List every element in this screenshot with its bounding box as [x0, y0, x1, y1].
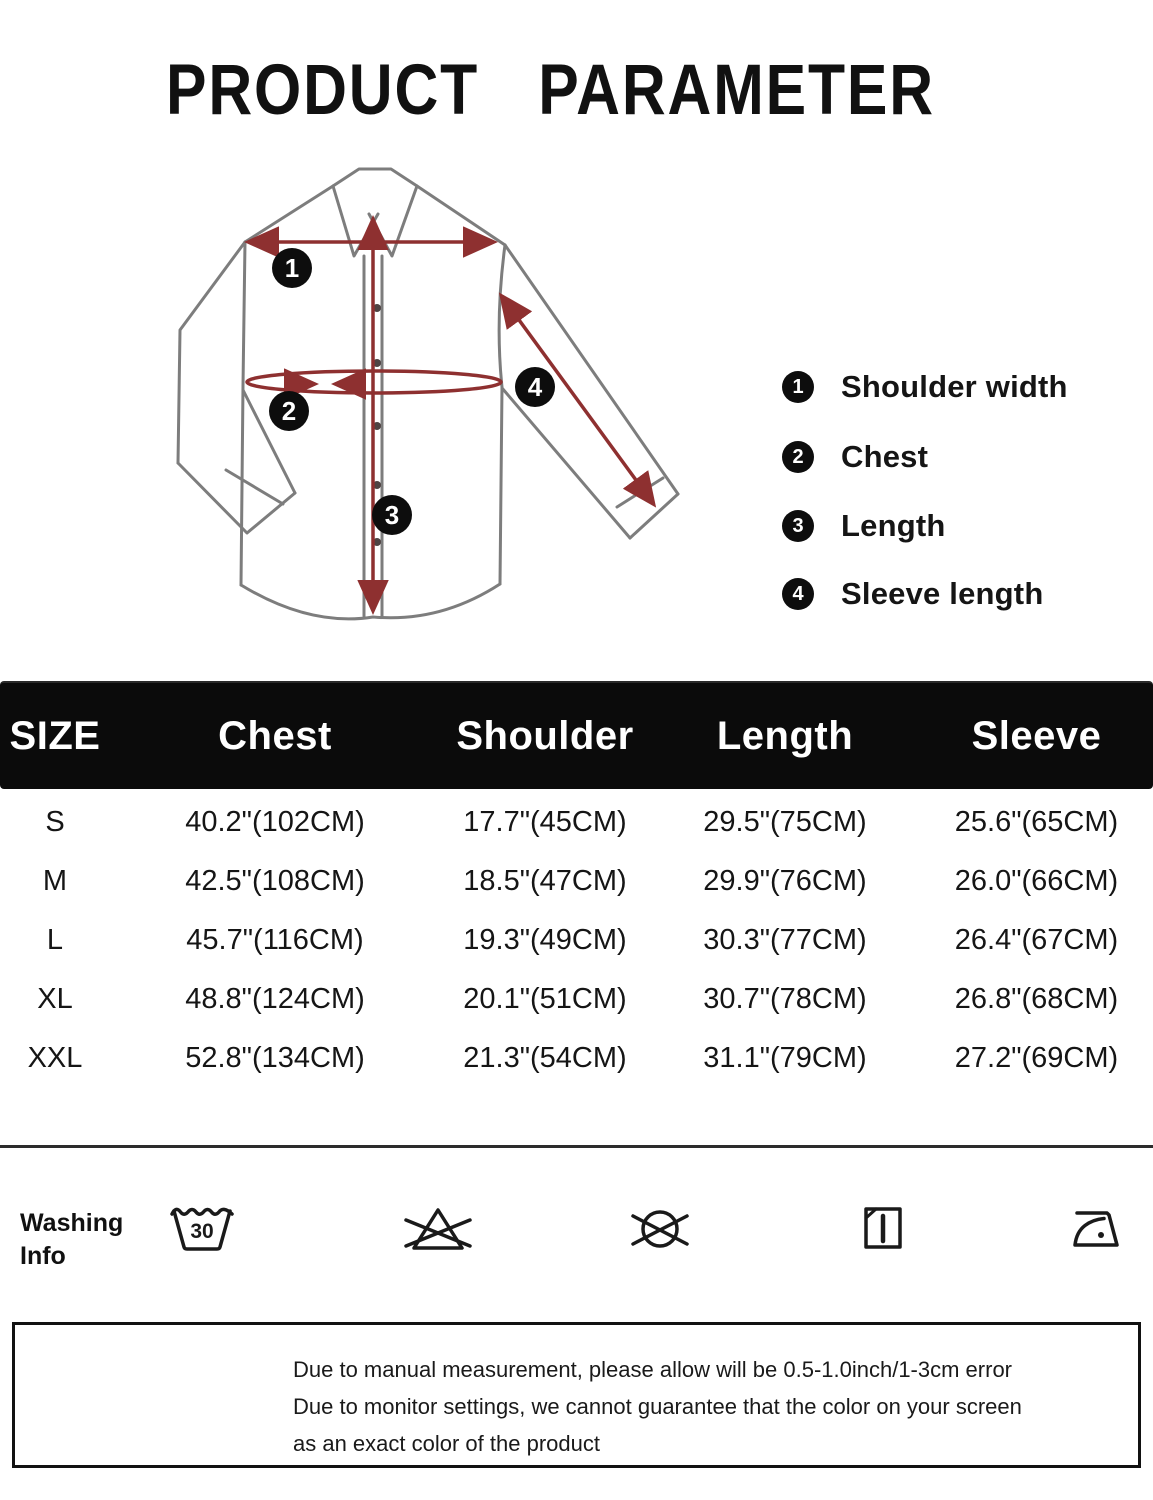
wash-temperature: 30: [190, 1220, 213, 1243]
section-divider: [0, 1145, 1153, 1148]
row-cell: 31.1"(79CM): [703, 1042, 867, 1074]
disclaimer-line-1: Due to manual measurement, please allow …: [293, 1357, 1013, 1382]
marker-3: 3: [385, 500, 399, 530]
legend-label-sleeve-length: Sleeve length: [841, 576, 1044, 611]
row-cell: XXL: [27, 1042, 83, 1074]
legend-label-chest: Chest: [841, 439, 929, 474]
washing-info-label: Washing Info: [20, 1207, 123, 1273]
row-cell: 19.3"(49CM): [463, 924, 627, 956]
table-row-xxl: XXL 52.8"(134CM) 21.3"(54CM) 31.1"(79CM)…: [0, 1029, 1153, 1088]
measurement-legend: 1 Shoulder width 2 Chest 3 Length 4 Slee…: [782, 355, 1153, 625]
header-cell-chest: Chest: [218, 713, 332, 758]
header-cell-size: SIZE: [9, 713, 101, 758]
marker-4: 4: [528, 372, 543, 402]
shirt-outline: [176, 167, 680, 621]
row-cell: S: [45, 806, 65, 838]
row-cell: 40.2"(102CM): [185, 806, 365, 838]
do-not-bleach-icon: [404, 1204, 472, 1252]
legend-badge-3: 3: [782, 510, 814, 542]
disclaimer-line-2: Due to monitor settings, we cannot guara…: [293, 1394, 1022, 1419]
washing-label-line1: Washing: [20, 1209, 124, 1237]
table-row-xl: XL 48.8"(124CM) 20.1"(51CM) 30.7"(78CM) …: [0, 970, 1153, 1029]
row-cell: M: [42, 865, 68, 897]
shirt-diagram-svg: 1 2 3 4: [176, 167, 680, 621]
row-cell: 25.6"(65CM): [954, 806, 1119, 838]
row-cell: 20.1"(51CM): [463, 983, 627, 1015]
row-cell: L: [46, 924, 64, 956]
row-cell: 52.8"(134CM): [185, 1042, 365, 1074]
row-cell: 26.4"(67CM): [954, 924, 1119, 956]
row-cell: 30.7"(78CM): [703, 983, 867, 1015]
marker-1: 1: [285, 253, 299, 283]
header-cell-length: Length: [716, 713, 854, 758]
legend-item-shoulder-width: 1 Shoulder width: [782, 369, 1068, 405]
diagram-markers: 1 2 3 4: [269, 248, 555, 535]
legend-badge-4: 4: [782, 578, 814, 610]
row-cell: 21.3"(54CM): [463, 1042, 627, 1074]
iron-low-icon: [1070, 1204, 1124, 1252]
shirt-measurement-diagram: 1 2 3 4: [140, 160, 780, 660]
size-table-header: SIZE Chest Shoulder Length Sleeve: [0, 681, 1153, 789]
do-not-dry-clean-icon: [630, 1204, 690, 1252]
drip-dry-icon: [862, 1204, 904, 1252]
size-table-body: S 40.2"(102CM) 17.7"(45CM) 29.5"(75CM) 2…: [0, 793, 1153, 1088]
legend-item-chest: 2 Chest: [782, 439, 928, 475]
row-cell: 26.0"(66CM): [954, 865, 1119, 897]
table-row-s: S 40.2"(102CM) 17.7"(45CM) 29.5"(75CM) 2…: [0, 793, 1153, 852]
header-cell-shoulder: Shoulder: [456, 713, 634, 758]
legend-badge-2: 2: [782, 441, 814, 473]
row-cell: 42.5"(108CM): [185, 865, 365, 897]
row-cell: 45.7"(116CM): [186, 924, 364, 956]
row-cell: 18.5"(47CM): [463, 865, 627, 897]
size-table: SIZE Chest Shoulder Length Sleeve S 40.2…: [0, 681, 1153, 1088]
legend-label-shoulder-width: Shoulder width: [841, 369, 1068, 404]
row-cell: 29.9"(76CM): [703, 865, 867, 897]
sleeve-length-arrow: [498, 292, 657, 508]
table-row-m: M 42.5"(108CM) 18.5"(47CM) 29.9"(76CM) 2…: [0, 852, 1153, 911]
row-cell: XL: [37, 983, 73, 1015]
row-cell: 30.3"(77CM): [703, 924, 867, 956]
page-title: PRODUCT PARAMETER: [166, 49, 935, 129]
header-cell-sleeve: Sleeve: [971, 713, 1102, 758]
legend-badge-1: 1: [782, 371, 814, 403]
row-cell: 48.8"(124CM): [185, 983, 365, 1015]
legend-item-length: 3 Length: [782, 508, 946, 544]
row-cell: 29.5"(75CM): [703, 806, 867, 838]
legend-item-sleeve-length: 4 Sleeve length: [782, 576, 1043, 612]
row-cell: 27.2"(69CM): [954, 1042, 1119, 1074]
row-cell: 26.8"(68CM): [954, 983, 1119, 1015]
washing-label-line2: Info: [20, 1242, 66, 1270]
marker-2: 2: [282, 396, 296, 426]
disclaimer-box: Due to manual measurement, please allow …: [12, 1322, 1141, 1468]
legend-label-length: Length: [841, 508, 946, 543]
disclaimer-line-3: as an exact color of the product: [293, 1431, 600, 1456]
table-row-l: L 45.7"(116CM) 19.3"(49CM) 30.3"(77CM) 2…: [0, 911, 1153, 970]
row-cell: 17.7"(45CM): [463, 806, 627, 838]
wash-30-icon: 30: [170, 1204, 234, 1252]
